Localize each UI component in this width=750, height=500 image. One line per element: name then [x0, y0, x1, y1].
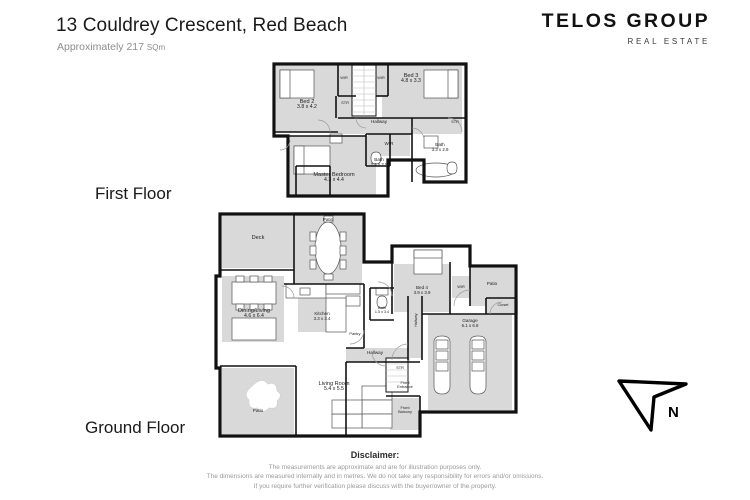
decor-plant-patio [245, 380, 281, 412]
room-fill-str-a [336, 96, 354, 118]
room-fill-closet [486, 300, 518, 314]
disclaimer-title: Disclaimer: [350, 450, 400, 460]
fixtures-bath-main [415, 135, 458, 178]
first-floor-plan [272, 62, 468, 198]
walls-first-floor [272, 62, 468, 198]
disclaimer-block: Disclaimer: The measurements are approxi… [0, 450, 750, 491]
room-fill-deck [222, 216, 294, 268]
furniture-bed2 [279, 69, 315, 99]
furniture-kitchen-bench [285, 283, 361, 333]
door-swings-ground [281, 281, 503, 367]
stair-treads-ground [386, 363, 408, 383]
room-fill-wir-a [338, 66, 352, 96]
page-subtitle: Approximately 217 SQm [57, 41, 165, 53]
furniture-master-bed [293, 145, 331, 175]
furniture-patio-table [309, 215, 347, 281]
north-arrow-icon [617, 379, 688, 432]
floor-caption-first: First Floor [95, 184, 172, 203]
furniture-bed4 [413, 249, 443, 275]
page-header: 13 Couldrey Crescent, Red Beach Approxim… [0, 0, 750, 60]
room-fill-wir-d [452, 276, 470, 298]
area-unit: SQm [146, 43, 166, 52]
room-fill-hallway-vertical [408, 296, 422, 358]
fixtures-bath-ground [375, 287, 389, 309]
interior-walls-ground [220, 214, 516, 436]
compass: N [612, 372, 692, 434]
disclaimer-line-3: If you require further verification plea… [253, 482, 497, 490]
furniture-dining-table [231, 275, 277, 341]
stairwell-ground [385, 357, 409, 393]
logo-secondary-text: REAL ESTATE [627, 36, 710, 46]
furniture-living-sofa [331, 385, 393, 429]
room-fill-wir-b [374, 66, 388, 96]
interior-walls-first [274, 64, 466, 196]
area-text: Approximately 217 [57, 41, 147, 53]
ground-floor-plan [214, 212, 518, 438]
stair-treads-first [352, 64, 376, 116]
compass-north-label: N [668, 404, 679, 421]
room-fill-wir-c [368, 134, 410, 156]
disclaimer-line-1: The measurements are approximate and are… [268, 464, 482, 471]
walls-ground-floor [214, 212, 518, 438]
fixtures-bath-ensuite [329, 133, 382, 165]
furniture-bed3 [423, 69, 459, 99]
vehicle-car-left [433, 335, 451, 395]
door-swings-first [279, 117, 463, 151]
logo-primary-text: TELOS GROUP [541, 10, 710, 32]
disclaimer-line-2: The dimensions are measured internally a… [206, 473, 544, 481]
page-title: 13 Couldrey Crescent, Red Beach [56, 15, 348, 36]
room-fill-patio-right [470, 268, 514, 306]
room-fill-hallway-first [338, 118, 462, 134]
floor-caption-ground: Ground Floor [85, 418, 186, 437]
room-fill-front-balcony [390, 398, 420, 430]
brand-logo: TELOS GROUP REAL ESTATE [541, 10, 710, 46]
vehicle-car-right [469, 335, 487, 395]
